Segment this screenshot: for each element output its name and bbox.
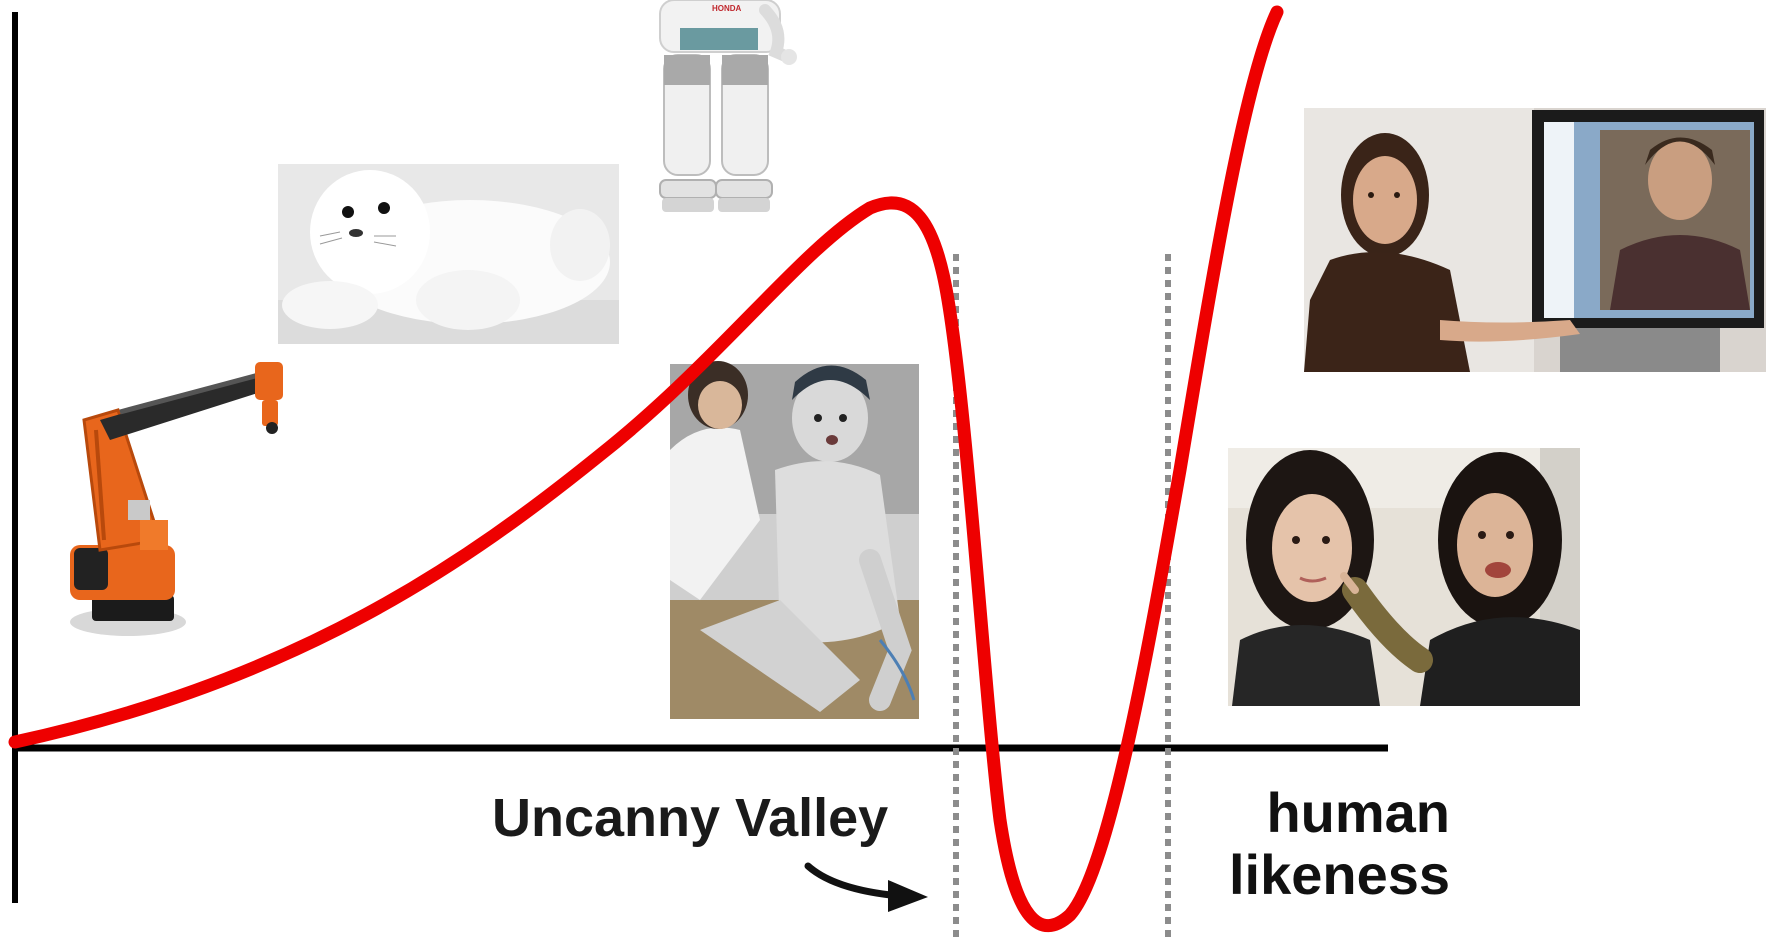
uncanny-valley-curve bbox=[8, 5, 1284, 932]
uncanny-valley-label: Uncanny Valley bbox=[492, 788, 889, 848]
android-woman-image bbox=[1228, 448, 1580, 706]
seal-robot-image bbox=[278, 164, 619, 344]
child-android-image bbox=[670, 361, 919, 719]
human-likeness-axis-label: human likeness bbox=[1220, 782, 1450, 906]
axis-label-line-2: likeness bbox=[1228, 843, 1450, 906]
honda-brand-mark: HONDA bbox=[712, 4, 742, 13]
humanoid-robot-image: HONDA bbox=[659, 0, 797, 212]
valley-arrow bbox=[804, 862, 928, 912]
robot-arm-image bbox=[70, 362, 283, 636]
video-call-image bbox=[1304, 108, 1766, 372]
axis-label-line-1: human bbox=[1266, 781, 1450, 844]
